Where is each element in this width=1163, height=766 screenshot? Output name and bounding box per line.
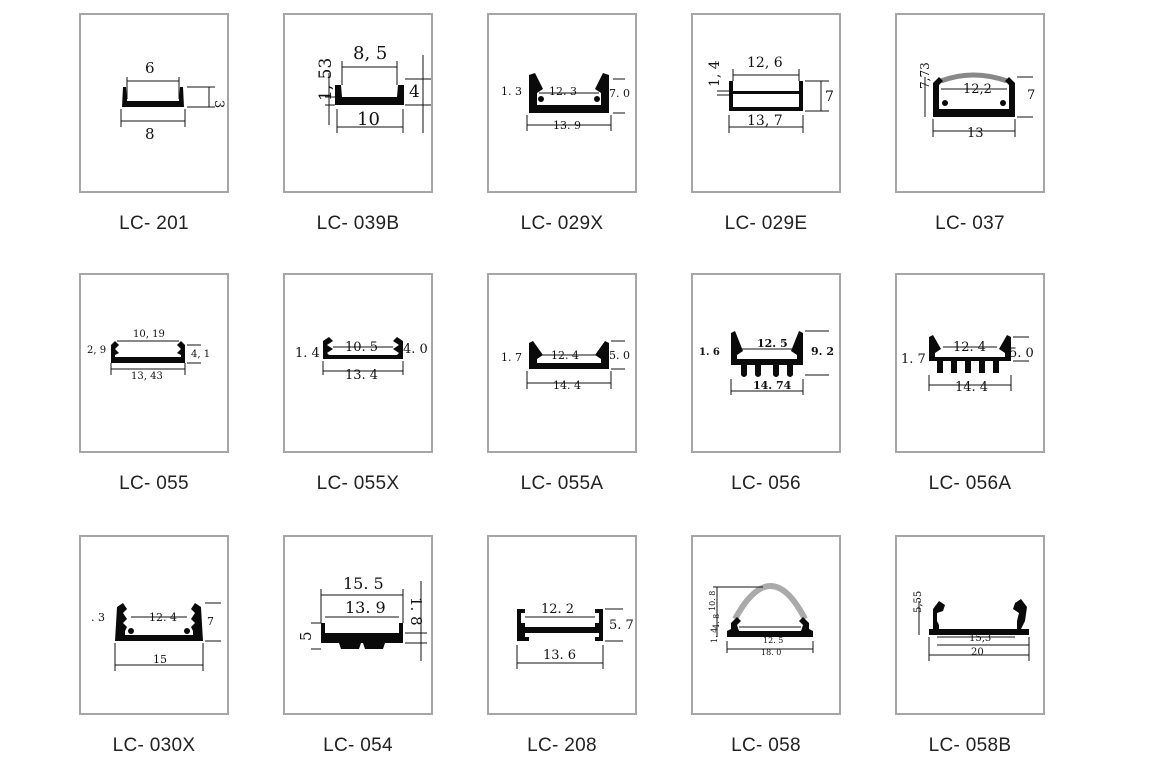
svg-text:2, 9: 2, 9 (87, 345, 106, 356)
svg-text:1. 4: 1. 4 (710, 628, 719, 643)
profile-drawing: 5,55 15,3 20 (895, 535, 1045, 715)
svg-text:13. 6: 13. 6 (543, 648, 576, 663)
product-code: LC- 056 (731, 473, 801, 494)
svg-text:8: 8 (145, 125, 155, 143)
svg-text:18. 0: 18. 0 (761, 648, 781, 657)
profile-drawing: . 3 12. 4 7 15 (79, 535, 229, 715)
product-code: LC- 039B (316, 213, 400, 234)
svg-text:4. 0: 4. 0 (403, 342, 428, 357)
svg-text:5. 0: 5. 0 (609, 349, 630, 362)
profile-drawing: 1. 4 10. 5 4. 0 13. 4 (283, 273, 433, 453)
svg-text:1. 6: 1. 6 (699, 347, 720, 358)
svg-text:7: 7 (1027, 88, 1035, 103)
svg-text:5,55: 5,55 (913, 591, 924, 613)
profile-drawing: 6 3 8 (79, 13, 229, 193)
svg-text:15. 5: 15. 5 (343, 574, 384, 593)
svg-text:12. 4: 12. 4 (953, 340, 986, 355)
product-code: LC- 058 (731, 735, 801, 756)
svg-text:13. 9: 13. 9 (345, 598, 386, 617)
profile-drawing: 1. 7 12. 4 5. 0 14. 4 (487, 273, 637, 453)
svg-text:13, 43: 13, 43 (131, 371, 163, 382)
svg-text:1. 8: 1. 8 (407, 597, 425, 626)
profile-drawing: 12, 6 1, 4 7 13, 7 (691, 13, 841, 193)
svg-text:7: 7 (207, 615, 214, 628)
profile-drawing: 7,73 12,2 7 13 (895, 13, 1045, 193)
svg-text:9. 2: 9. 2 (811, 345, 834, 358)
profile-drawing: 2, 9 10, 19 4, 1 13, 43 (79, 273, 229, 453)
product-code: LC- 208 (527, 735, 597, 756)
svg-text:10: 10 (357, 109, 380, 130)
profile-drawing: 1. 6 12. 5 9. 2 14. 74 (691, 273, 841, 453)
profile-drawing: 8, 5 1, 53 4 10 (283, 13, 433, 193)
svg-text:5. 0: 5. 0 (1009, 346, 1034, 361)
product-code: LC- 055A (520, 473, 604, 494)
product-code: LC- 030X (112, 735, 196, 756)
svg-text:13. 9: 13. 9 (553, 119, 581, 132)
svg-text:12. 5: 12. 5 (757, 337, 788, 350)
svg-text:1, 4: 1, 4 (707, 60, 723, 87)
product-code: LC- 056A (928, 473, 1012, 494)
profile-drawing: 1. 3 12. 3 7. 0 13. 9 (487, 13, 637, 193)
svg-text:12. 5: 12. 5 (763, 636, 783, 645)
svg-text:8, 5: 8, 5 (353, 43, 387, 64)
svg-text:1. 7: 1. 7 (901, 352, 926, 367)
svg-text:7,73: 7,73 (918, 62, 932, 89)
profile-drawing: 15. 5 13. 9 1. 8 5 (283, 535, 433, 715)
svg-text:1, 53: 1, 53 (316, 58, 336, 101)
svg-text:7. 0: 7. 0 (609, 87, 630, 100)
svg-text:. 3: . 3 (91, 611, 105, 624)
svg-text:12. 4: 12. 4 (149, 611, 177, 624)
svg-text:10. 5: 10. 5 (345, 340, 378, 355)
svg-text:13: 13 (967, 126, 984, 141)
product-code: LC- 055X (316, 473, 400, 494)
product-code: LC- 058B (928, 735, 1012, 756)
svg-text:13, 7: 13, 7 (747, 113, 783, 129)
svg-text:20: 20 (971, 647, 984, 658)
svg-text:3: 3 (211, 100, 226, 108)
svg-text:15: 15 (153, 653, 167, 666)
svg-text:5. 7: 5. 7 (609, 618, 634, 633)
svg-text:12. 4: 12. 4 (551, 349, 579, 362)
product-code: LC- 054 (323, 735, 393, 756)
svg-text:1. 3: 1. 3 (501, 85, 522, 98)
product-code: LC- 029X (520, 213, 604, 234)
svg-text:7: 7 (825, 89, 834, 105)
product-code: LC- 201 (119, 213, 189, 234)
svg-text:5: 5 (297, 631, 315, 641)
svg-text:4: 4 (409, 82, 420, 102)
profile-drawing: 10. 8 4. 8 1. 4 12. 5 18. 0 (691, 535, 841, 715)
svg-text:14. 4: 14. 4 (955, 380, 988, 395)
svg-text:6: 6 (145, 59, 155, 77)
svg-text:12, 6: 12, 6 (747, 55, 783, 71)
svg-text:4, 1: 4, 1 (191, 349, 210, 360)
product-code: LC- 037 (935, 213, 1005, 234)
svg-text:14. 4: 14. 4 (553, 379, 581, 392)
svg-text:14. 74: 14. 74 (753, 379, 792, 392)
svg-text:1. 7: 1. 7 (501, 351, 522, 364)
svg-text:10. 8: 10. 8 (708, 591, 717, 611)
svg-text:10, 19: 10, 19 (133, 329, 165, 340)
product-code: LC- 055 (119, 473, 189, 494)
svg-text:12,2: 12,2 (963, 82, 992, 97)
profile-drawing: 1. 7 12. 4 5. 0 14. 4 (895, 273, 1045, 453)
svg-text:12. 2: 12. 2 (541, 602, 574, 617)
product-code: LC- 029E (724, 213, 808, 234)
svg-text:13. 4: 13. 4 (345, 368, 378, 383)
svg-text:15,3: 15,3 (969, 633, 991, 644)
svg-text:12. 3: 12. 3 (549, 85, 577, 98)
svg-text:4. 8: 4. 8 (712, 614, 721, 629)
profile-drawing: 12. 2 5. 7 13. 6 (487, 535, 637, 715)
svg-text:1. 4: 1. 4 (295, 346, 320, 361)
